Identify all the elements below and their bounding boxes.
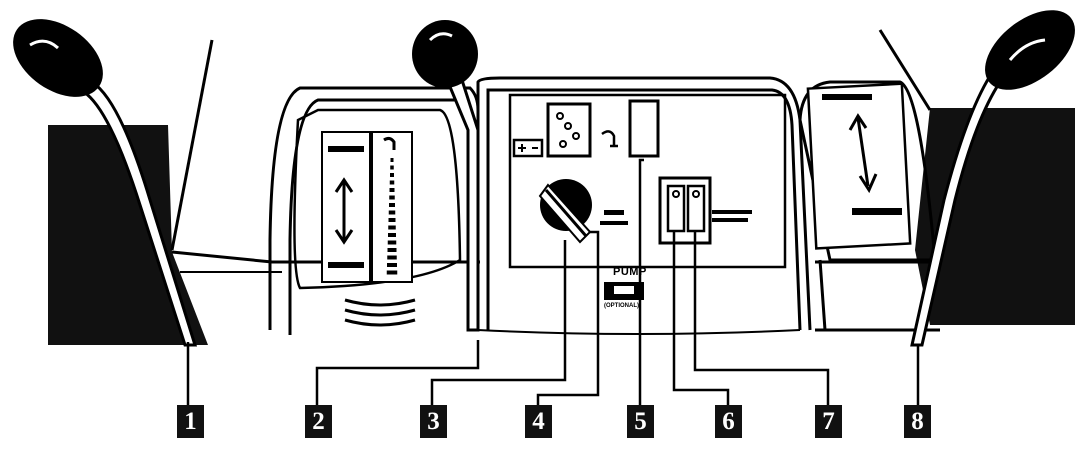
gauge-bar <box>387 240 397 245</box>
indicator-lamp-box <box>546 102 592 158</box>
gauge-bar <box>389 188 395 192</box>
center-panel <box>476 76 812 335</box>
gauge-bar <box>390 165 394 170</box>
callout-8: 8 <box>904 405 931 438</box>
callout-1: 1 <box>177 405 204 438</box>
toggle-switch-block <box>658 176 712 245</box>
key-switch-knob <box>538 179 592 244</box>
lever-1 <box>13 19 198 347</box>
callout-2: 2 <box>305 405 332 438</box>
gauge-bar <box>387 248 397 252</box>
right-indicator-plate <box>806 82 912 250</box>
gauge-bar <box>388 225 396 230</box>
gauge-bar <box>388 233 396 237</box>
callout-leader-lines <box>186 158 920 405</box>
lever-8 <box>910 10 1075 347</box>
gauge-bar <box>387 255 397 260</box>
callout-6: 6 <box>715 405 742 438</box>
left-indicator-plate <box>321 131 413 283</box>
gauge-bar <box>386 270 398 275</box>
hour-meter <box>628 99 660 158</box>
right-back-panel <box>878 29 932 111</box>
gauge-bar <box>389 203 395 207</box>
gauge-bar <box>389 195 395 200</box>
pump-label: PUMP <box>613 266 647 278</box>
pump-optional-label: (OPTIONAL) <box>604 303 639 309</box>
lever-3 <box>412 20 480 332</box>
switch-position-marks <box>600 210 752 225</box>
gauge-bar <box>388 218 396 222</box>
tilt-gauge-bars <box>386 158 398 275</box>
gauge-bar <box>389 180 395 185</box>
callout-4: 4 <box>525 405 552 438</box>
coil-spring <box>344 298 416 327</box>
battery-icon <box>512 138 544 158</box>
gauge-bar <box>390 173 394 177</box>
hourmeter-icon <box>601 130 618 148</box>
left-back-panel <box>170 39 214 251</box>
callout-7: 7 <box>815 405 842 438</box>
gauge-bar <box>387 263 397 267</box>
callout-5: 5 <box>627 405 654 438</box>
gauge-bar <box>388 210 396 215</box>
gauge-bar <box>390 158 394 162</box>
callout-3: 3 <box>420 405 447 438</box>
